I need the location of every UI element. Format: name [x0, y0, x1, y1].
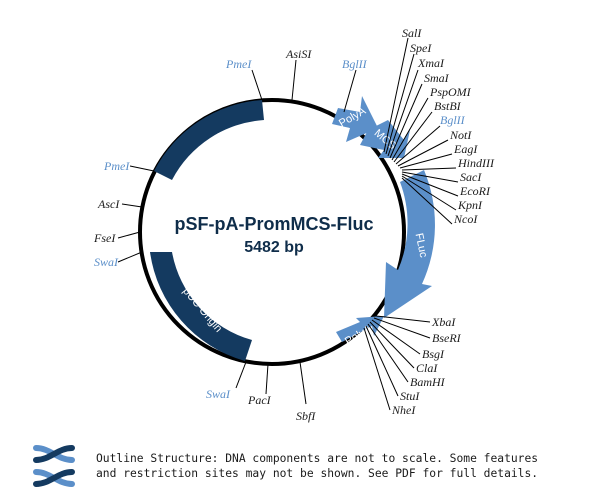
- disclaimer: Outline Structure: DNA components are no…: [96, 451, 586, 481]
- site-fsei: FseI: [93, 231, 116, 245]
- site-ecori: EcoRI: [459, 184, 491, 198]
- site-ncoi: NcoI: [453, 212, 478, 226]
- site-stui: StuI: [400, 389, 420, 403]
- disclaimer-line-1: Outline Structure: DNA components are no…: [96, 452, 539, 465]
- disclaimer-line-2: and restriction sites may not be shown. …: [96, 467, 539, 480]
- polya-bottom-feature[interactable]: [336, 316, 384, 342]
- site-bglii-top: BglII: [342, 57, 368, 71]
- site-kpni: KpnI: [457, 198, 483, 212]
- fluc-label: FLuc: [413, 232, 430, 259]
- fluc-feature[interactable]: [384, 170, 435, 318]
- site-swai-bottom: SwaI: [206, 387, 231, 401]
- site-asisi: AsiSI: [285, 47, 312, 61]
- site-xmai: XmaI: [417, 56, 445, 70]
- plasmid-name: pSF-pA-PromMCS-Fluc: [175, 214, 374, 234]
- site-pmei-top: PmeI: [225, 57, 252, 71]
- dna-helix-icon: [33, 445, 75, 487]
- puc-origin-feature[interactable]: [150, 252, 252, 361]
- site-asci: AscI: [97, 197, 120, 211]
- site-nhei: NheI: [391, 403, 416, 417]
- site-clai: ClaI: [416, 361, 438, 375]
- site-pmei-left: PmeI: [103, 159, 130, 173]
- site-bglii-mid: BglII: [440, 113, 466, 127]
- site-bstbi: BstBI: [434, 99, 462, 113]
- site-swai-left: SwaI: [94, 255, 119, 269]
- plasmid-size: 5482 bp: [244, 239, 304, 256]
- site-bsgi: BsgI: [422, 347, 445, 361]
- site-sbfi: SbfI: [296, 409, 316, 423]
- polya-top-feature[interactable]: [332, 96, 378, 142]
- kanr-feature[interactable]: [154, 100, 264, 180]
- site-saci: SacI: [460, 170, 482, 184]
- site-paci: PacI: [247, 393, 272, 407]
- mcs-feature[interactable]: [360, 120, 410, 158]
- site-beseri: BseRI: [432, 331, 462, 345]
- site-hindiii: HindIII: [457, 156, 495, 170]
- site-eagi: EagI: [453, 142, 478, 156]
- site-bamhi: BamHI: [410, 375, 446, 389]
- site-spei: SpeI: [410, 41, 432, 55]
- site-sali: SalI: [402, 26, 422, 40]
- site-smai: SmaI: [424, 71, 450, 85]
- site-pspomi: PspOMI: [429, 85, 472, 99]
- site-ticks: [117, 37, 459, 411]
- site-xbai: XbaI: [431, 315, 456, 329]
- site-noti: NotI: [449, 128, 472, 142]
